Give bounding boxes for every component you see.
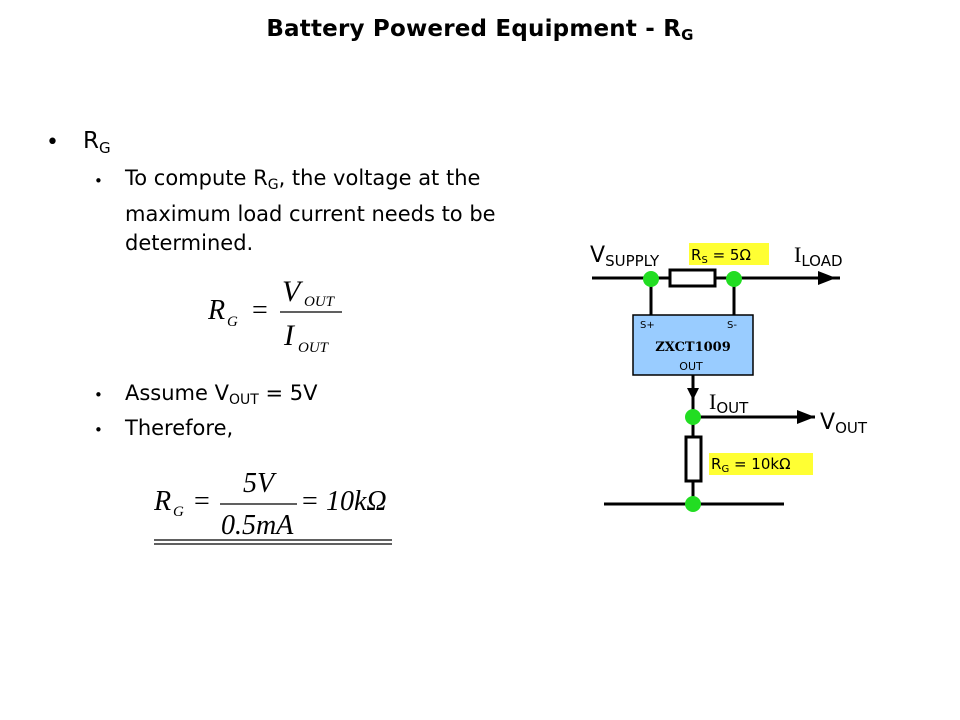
formula-rg-definition: R G = V OUT I OUT [208, 275, 342, 356]
label-vsupply: VSUPPLY [590, 243, 660, 270]
sub-bullet-assume-vout: Assume VOUT = 5V [125, 379, 318, 415]
subscript: G [721, 464, 729, 475]
formula-equals-2: = [302, 486, 318, 517]
subscript: G [267, 177, 279, 193]
rg-heading-text: R [83, 128, 99, 154]
line-1: To compute RG, the voltage at the [125, 164, 496, 200]
vout-arrow-icon [797, 410, 815, 424]
node-vout [685, 409, 701, 425]
text: R [711, 455, 721, 473]
node-s-minus [726, 271, 742, 287]
line-3: determined. [125, 231, 254, 255]
sub-bullet-therefore: Therefore, [125, 416, 234, 440]
label-rg: RG = 10kΩ [711, 455, 791, 475]
formula-rg-result: R G = 5V 0.5mA = 10kΩ [154, 468, 392, 545]
formula-lhs-sub: G [173, 504, 184, 520]
text: To compute R [125, 166, 268, 190]
formula-equals: = [252, 295, 268, 326]
label-iout: IOUT [709, 389, 749, 417]
sub-bullet-marker: • [94, 386, 103, 404]
text: = 5V [258, 381, 318, 405]
sub-bullet-marker: • [94, 421, 103, 439]
gain-resistor [684, 435, 703, 483]
text: = 5Ω [708, 246, 751, 264]
chip-name: ZXCT1009 [655, 340, 731, 355]
formula-result: 10kΩ [326, 486, 387, 517]
sub-bullet-marker: • [94, 172, 103, 190]
subscript: LOAD [801, 252, 842, 270]
line-2: maximum load current needs to be [125, 202, 496, 226]
title-text: Battery Powered Equipment - R [266, 16, 682, 42]
slide-title: Battery Powered Equipment - RG [0, 16, 960, 44]
bullet-rg-heading: RG [83, 128, 111, 157]
sense-resistor [668, 268, 717, 288]
formula-denominator-sub: OUT [298, 340, 330, 356]
sub-bullet-compute-rg: To compute RG, the voltage at the maximu… [125, 164, 496, 258]
bullet-marker: • [46, 130, 59, 155]
text: R [691, 246, 701, 264]
text: = 10kΩ [729, 455, 790, 473]
formula-denominator: I [283, 319, 296, 352]
subscript: OUT [716, 399, 749, 417]
text: , the voltage at the [278, 166, 481, 190]
rg-heading-sub: G [98, 139, 111, 157]
iout-arrow-icon [687, 388, 699, 400]
rs-label-highlight [689, 243, 769, 265]
subscript: OUT [228, 392, 259, 408]
formula-lhs: R [154, 486, 171, 517]
formula-equals: = [194, 486, 210, 517]
chip-pin-out: OUT [679, 360, 703, 373]
formula-lhs-sub: G [227, 314, 238, 330]
text: V [820, 410, 835, 435]
formula-numerator: V [282, 275, 304, 308]
subscript: OUT [835, 419, 868, 437]
iload-arrow-icon [818, 271, 836, 285]
formula-numerator-sub: OUT [304, 294, 336, 310]
subscript: S [701, 255, 707, 266]
text: I [794, 242, 801, 267]
node-ground [685, 496, 701, 512]
text: I [709, 389, 716, 414]
label-iload: ILOAD [794, 242, 843, 270]
text: V [590, 243, 605, 268]
formula-numerator: 5V [243, 468, 277, 499]
chip-pin-sminus: S- [727, 320, 737, 331]
title-subscript: G [681, 26, 694, 44]
label-vout: VOUT [820, 410, 868, 437]
node-s-plus [643, 271, 659, 287]
text: Assume V [125, 381, 229, 405]
label-rs: RS = 5Ω [691, 246, 751, 266]
formula-lhs: R [208, 295, 225, 326]
formula-denominator: 0.5mA [221, 510, 294, 541]
chip-pin-splus: S+ [640, 320, 655, 331]
rg-label-highlight [709, 453, 813, 475]
subscript: SUPPLY [605, 252, 660, 270]
